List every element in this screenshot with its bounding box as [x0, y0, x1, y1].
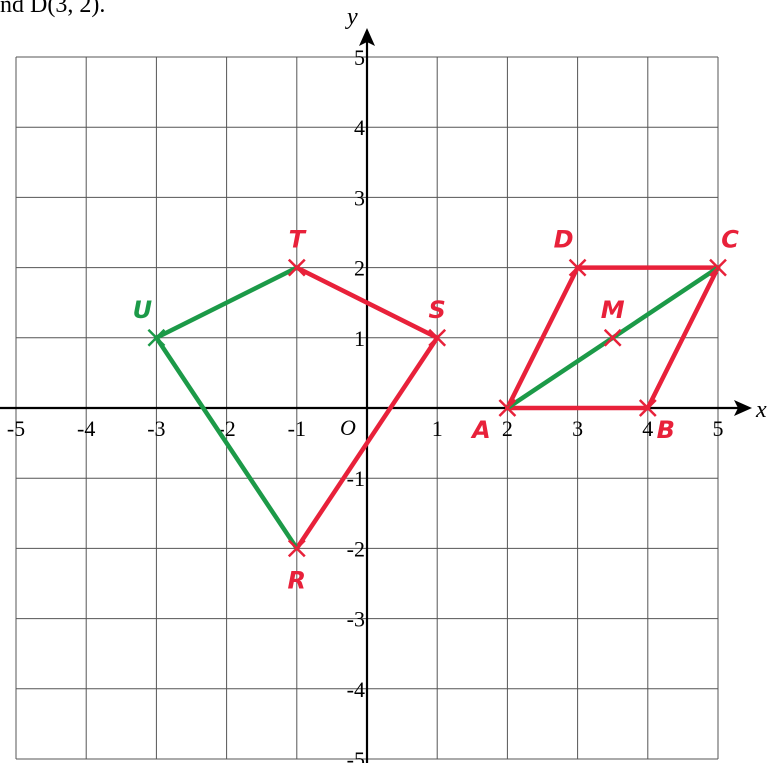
- cross-stroke: [709, 258, 727, 277]
- cross-stroke: [498, 399, 517, 417]
- point-u-marker: [147, 328, 166, 347]
- y-tick-label: 3: [354, 185, 365, 210]
- y-tick-label: -1: [347, 466, 365, 491]
- point-label-t: T: [289, 226, 307, 254]
- points: T S R U A B C D M: [133, 226, 740, 595]
- x-tick-label: 4: [642, 416, 653, 441]
- x-axis-arrow: [734, 400, 752, 416]
- point-label-c: C: [721, 226, 739, 254]
- segment-bc: [645, 265, 721, 411]
- cross-stroke: [287, 258, 306, 277]
- x-tick-label: 5: [713, 416, 724, 441]
- segment-ts: [294, 265, 440, 341]
- point-c-marker: [709, 258, 727, 277]
- x-tick-label: -5: [7, 416, 25, 441]
- segment-sr: [294, 335, 440, 551]
- y-tick-label: 5: [354, 45, 365, 70]
- point-label-m: M: [601, 296, 625, 324]
- y-tick-label: 1: [354, 326, 365, 351]
- cross-stroke: [638, 399, 657, 417]
- cross-stroke: [147, 328, 166, 347]
- cross-stroke: [428, 328, 447, 347]
- origin-label: O: [340, 415, 356, 440]
- x-tick-label: 1: [432, 416, 443, 441]
- y-axis-arrow: [359, 28, 375, 46]
- y-tick-label: 4: [354, 115, 365, 140]
- x-tick-label: -4: [77, 416, 95, 441]
- point-s-marker: [428, 328, 447, 347]
- y-tick-label: 2: [354, 256, 365, 281]
- y-tick-label: -4: [347, 677, 365, 702]
- x-tick-label: -1: [288, 416, 306, 441]
- y-tick-label: -5: [347, 747, 365, 763]
- x-tick-label: 2: [502, 416, 513, 441]
- cross-stroke: [568, 258, 587, 277]
- cross-stroke: [603, 328, 622, 347]
- axes: x yO: [0, 4, 767, 763]
- point-label-b: B: [657, 416, 675, 444]
- point-label-u: U: [133, 296, 153, 324]
- point-a-marker: [498, 399, 517, 417]
- segment-tu: [154, 265, 300, 341]
- segment-ur: [154, 335, 300, 551]
- point-label-d: D: [554, 226, 574, 254]
- point-label-r: R: [288, 566, 306, 594]
- x-axis-label: x: [755, 397, 767, 423]
- cross-stroke: [287, 539, 306, 558]
- header-text: nd D(3, 2).: [0, 0, 106, 18]
- point-label-s: S: [429, 296, 446, 324]
- y-axis-label: y: [345, 4, 358, 30]
- point-label-a: A: [470, 416, 491, 444]
- x-tick-label: -3: [147, 416, 165, 441]
- x-tick-label: 3: [572, 416, 583, 441]
- point-r-marker: [287, 539, 306, 558]
- y-tick-label: -3: [347, 607, 365, 632]
- point-m-marker: [603, 328, 622, 347]
- point-b-marker: [638, 399, 657, 417]
- point-d-marker: [568, 258, 587, 277]
- point-t-marker: [287, 258, 306, 277]
- segment-da: [505, 265, 580, 411]
- y-tick-label: -2: [347, 536, 365, 561]
